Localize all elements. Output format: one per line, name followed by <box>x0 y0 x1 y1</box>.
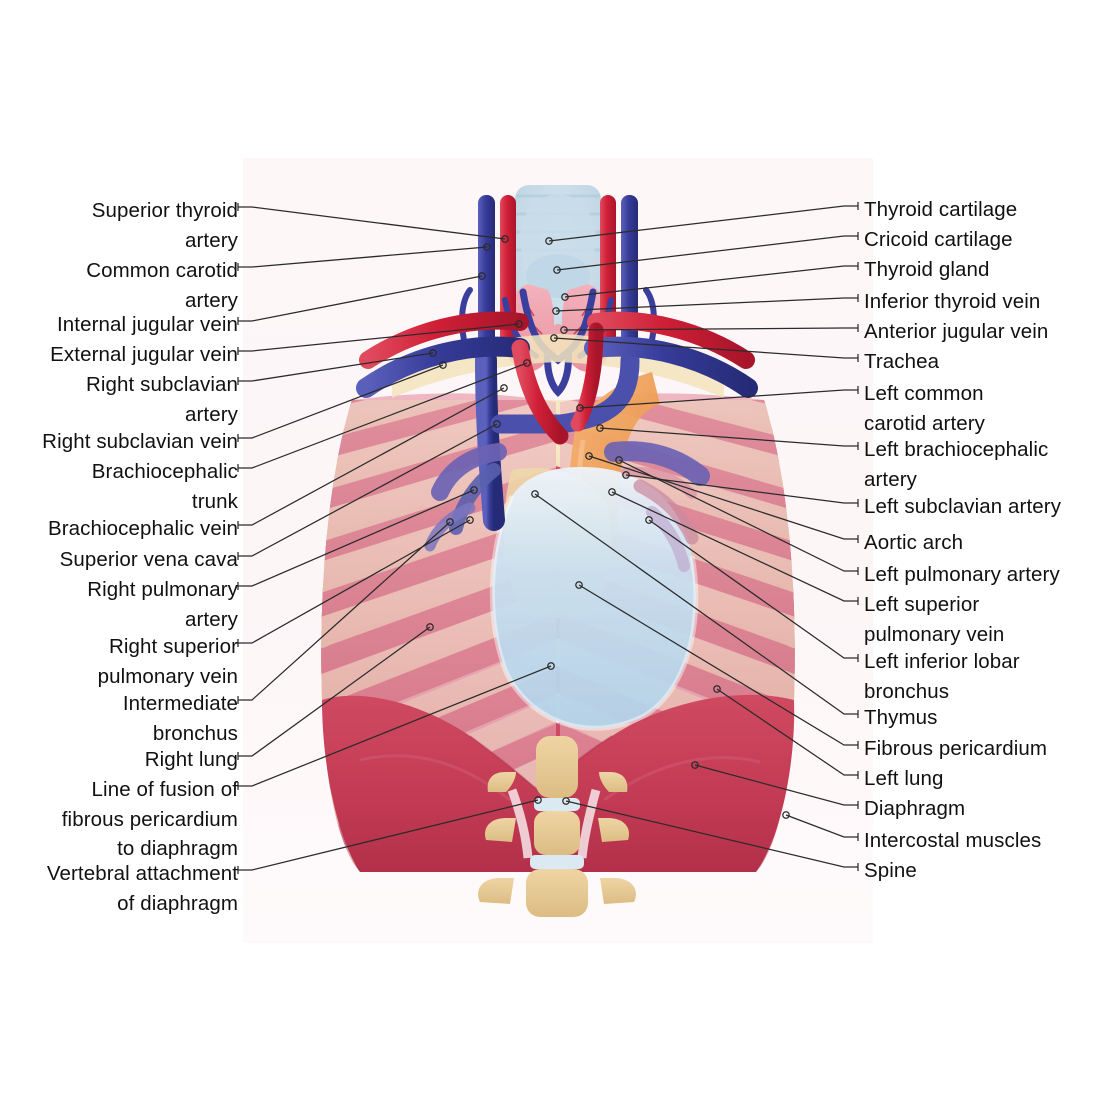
label-cricoid-cartilage: Cricoid cartilage <box>864 228 1013 251</box>
label-left-pulmonary-artery: Left pulmonary artery <box>864 563 1060 586</box>
leader-anterior-jugular-vein <box>560 324 859 334</box>
label-left-common-carotid-artery: Left common carotid artery <box>864 382 986 435</box>
label-brachiocephalic-vein: Brachiocephalic vein <box>47 517 238 540</box>
label-brachiocephalic-trunk: Brachiocephalic trunk <box>91 460 238 513</box>
label-left-inferior-lobar-bronchus: Left inferior lobar bronchus <box>864 650 1020 703</box>
label-spine: Spine <box>864 859 917 882</box>
leader-aortic-arch <box>585 452 859 543</box>
label-left-superior-pulmonary-vein: Left superior pulmonary vein <box>864 593 1005 646</box>
leader-left-brachiocephalic-artery <box>596 424 859 450</box>
fibrous-pericardium-shape <box>492 467 696 729</box>
leader-brachiocephalic-vein <box>237 384 508 529</box>
leader-left-inferior-lobar-bronchus <box>645 516 859 662</box>
leader-diaphragm <box>691 761 859 809</box>
leader-superior-thyroid-artery <box>237 203 509 243</box>
leader-intermediate-bronchus <box>237 518 454 704</box>
label-right-subclavian-vein: Right subclavian vein <box>42 430 238 453</box>
leader-right-pulmonary-artery <box>237 486 478 590</box>
label-right-superior-pulmonary-vein: Right superior pulmonary vein <box>97 635 238 688</box>
label-intermediate-bronchus: Intermediate bronchus <box>122 692 238 745</box>
leader-left-pulmonary-artery <box>615 456 859 575</box>
leader-inferior-thyroid-vein <box>552 294 859 315</box>
label-right-lung: Right lung <box>144 748 238 771</box>
leader-right-superior-pulmonary-vein <box>237 516 474 647</box>
leader-right-lung <box>237 623 434 760</box>
leader-internal-jugular-vein <box>237 272 486 325</box>
label-internal-jugular-vein: Internal jugular vein <box>56 313 238 336</box>
leader-left-lung <box>713 685 859 779</box>
label-anterior-jugular-vein: Anterior jugular vein <box>864 320 1049 343</box>
label-thyroid-gland: Thyroid gland <box>864 258 990 281</box>
label-inferior-thyroid-vein: Inferior thyroid vein <box>864 290 1041 313</box>
leader-vertebral-attachment-of-diaphragm <box>237 796 542 874</box>
leader-right-subclavian-vein <box>237 361 447 442</box>
label-left-brachiocephalic-artery: Left brachiocephalic artery <box>864 438 1049 491</box>
label-aortic-arch: Aortic arch <box>864 531 964 554</box>
label-right-subclavian-artery: Right subclavian artery <box>85 373 238 426</box>
great-vessels <box>356 311 758 572</box>
label-trachea: Trachea <box>864 350 940 373</box>
label-diaphragm: Diaphragm <box>864 797 966 820</box>
label-superior-thyroid-artery: Superior thyroid artery <box>91 199 238 252</box>
spine-group <box>478 736 636 917</box>
label-thymus: Thymus <box>864 706 938 729</box>
label-superior-vena-cava: Superior vena cava <box>59 548 238 571</box>
label-common-carotid-artery: Common carotid artery <box>86 259 238 312</box>
label-left-lung: Left lung <box>864 767 944 790</box>
leader-thymus <box>531 490 859 718</box>
leader-thyroid-cartilage <box>545 202 859 245</box>
leader-spine <box>562 797 859 871</box>
label-intercostal-muscles: Intercostal muscles <box>864 829 1042 852</box>
leader-left-subclavian-artery <box>622 471 859 507</box>
leader-intercostal-muscles <box>782 811 859 841</box>
leader-cricoid-cartilage <box>553 232 859 274</box>
leader-external-jugular-vein <box>237 320 523 355</box>
label-right-pulmonary-artery: Right pulmonary artery <box>87 578 238 631</box>
leader-left-superior-pulmonary-vein <box>608 488 859 605</box>
label-external-jugular-vein: External jugular vein <box>50 343 238 366</box>
label-left-subclavian-artery: Left subclavian artery <box>864 495 1062 518</box>
leader-left-common-carotid-artery <box>576 386 859 412</box>
leader-line-of-fusion <box>237 662 555 790</box>
leader-fibrous-pericardium <box>575 581 859 749</box>
label-thyroid-cartilage: Thyroid cartilage <box>864 198 1018 221</box>
leader-trachea <box>550 334 859 362</box>
leader-right-subclavian-artery <box>237 349 437 385</box>
label-line-of-fusion: Line of fusion of fibrous pericardium to… <box>61 778 238 860</box>
label-vertebral-attachment-of-diaphragm: Vertebral attachment of diaphragm <box>46 862 238 915</box>
label-fibrous-pericardium: Fibrous pericardium <box>864 737 1048 760</box>
leader-superior-vena-cava <box>237 420 501 560</box>
leader-lines <box>237 202 859 874</box>
leader-brachiocephalic-trunk <box>237 359 531 472</box>
leader-thyroid-gland <box>561 262 859 301</box>
leader-common-carotid-artery <box>237 243 491 271</box>
